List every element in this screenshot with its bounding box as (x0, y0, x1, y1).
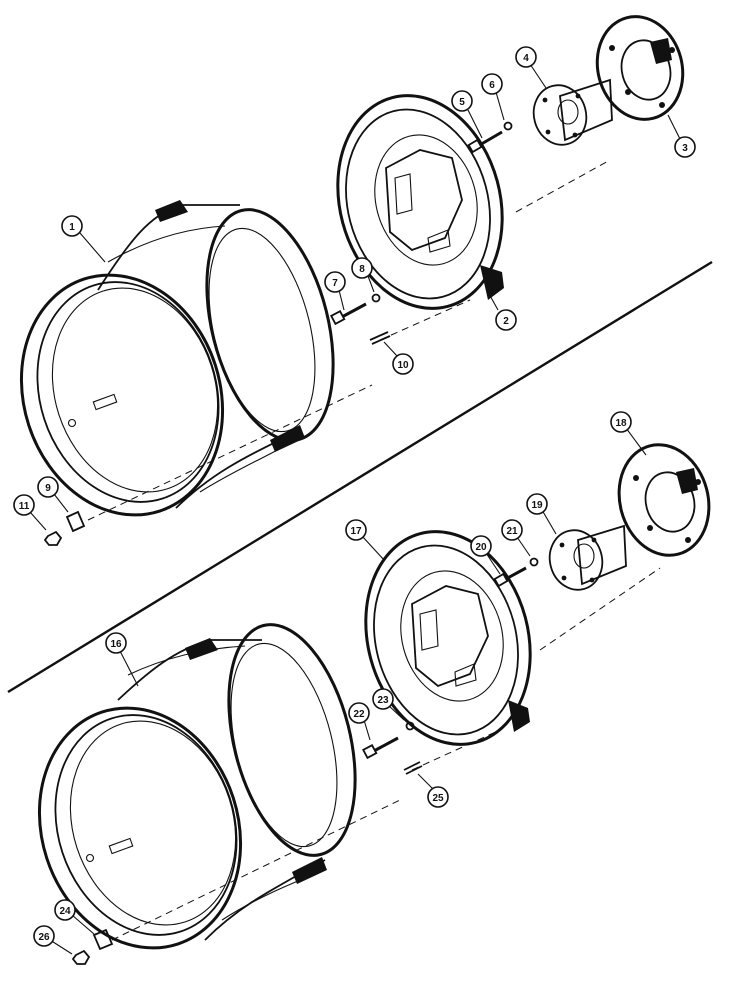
lower-washer-23 (405, 721, 415, 731)
svg-text:4: 4 (523, 53, 529, 64)
callout-25: 25 (427, 786, 449, 808)
section-divider-line (7, 260, 713, 694)
svg-text:18: 18 (615, 418, 627, 429)
lower-nut-26 (71, 949, 91, 965)
lower-washer-21 (529, 557, 539, 567)
upper-flange (595, 15, 685, 121)
upper-hub (532, 78, 613, 146)
svg-text:5: 5 (459, 97, 465, 108)
lower-center-plate (364, 530, 532, 746)
callout-17: 17 (345, 519, 367, 541)
svg-text:7: 7 (332, 278, 338, 289)
callout-20: 20 (470, 535, 492, 557)
callout-5: 5 (451, 90, 473, 112)
svg-text:16: 16 (110, 639, 122, 650)
callout-6: 6 (481, 73, 503, 95)
svg-text:11: 11 (19, 501, 30, 512)
lower-clamp-24 (92, 928, 114, 951)
svg-text:23: 23 (377, 695, 389, 706)
upper-stud-10 (369, 331, 391, 345)
callout-4: 4 (515, 46, 537, 68)
svg-text:20: 20 (475, 542, 487, 553)
svg-text:24: 24 (59, 906, 71, 917)
callout-23: 23 (372, 688, 394, 710)
svg-text:8: 8 (359, 264, 365, 275)
callout-2: 2 (495, 309, 517, 331)
upper-bolt-5 (467, 130, 503, 154)
callout-24: 24 (54, 899, 76, 921)
svg-text:9: 9 (45, 483, 51, 494)
lower-flange (617, 443, 711, 557)
upper-nut-11 (43, 530, 63, 546)
lower-rim (37, 623, 357, 950)
lower-stud-25 (403, 761, 423, 775)
callout-3: 3 (674, 136, 696, 158)
svg-text:1: 1 (69, 222, 75, 233)
callout-22: 22 (348, 702, 370, 724)
svg-text:2: 2 (503, 316, 509, 327)
callout-16: 16 (105, 632, 127, 654)
upper-bolt-7 (330, 302, 367, 326)
callout-10: 10 (392, 353, 414, 375)
svg-text:6: 6 (489, 80, 495, 91)
upper-washer-8 (371, 293, 381, 303)
callout-21: 21 (501, 519, 523, 541)
callout-9: 9 (37, 476, 59, 498)
svg-text:19: 19 (531, 500, 543, 511)
svg-text:3: 3 (682, 143, 688, 154)
callout-7: 7 (324, 271, 346, 293)
svg-text:10: 10 (397, 360, 409, 371)
upper-assembly (19, 15, 685, 546)
lower-bolt-22 (362, 736, 399, 760)
svg-text:25: 25 (432, 793, 444, 804)
callout-8: 8 (351, 257, 373, 279)
svg-text:21: 21 (506, 526, 518, 537)
upper-washer-6 (503, 121, 513, 131)
upper-rim (19, 200, 335, 517)
svg-text:17: 17 (350, 526, 362, 537)
lower-bolt-20 (493, 566, 527, 588)
callout-1: 1 (61, 215, 83, 237)
upper-clamp-9 (65, 510, 86, 533)
upper-center-plate (336, 94, 504, 310)
lower-assembly (37, 427, 711, 965)
callout-11: 11 (13, 494, 35, 516)
lower-hub (548, 524, 627, 591)
callout-19: 19 (526, 493, 548, 515)
svg-text:22: 22 (353, 709, 365, 720)
callout-26: 26 (33, 925, 55, 947)
svg-text:26: 26 (38, 932, 50, 943)
callout-18: 18 (610, 411, 632, 433)
